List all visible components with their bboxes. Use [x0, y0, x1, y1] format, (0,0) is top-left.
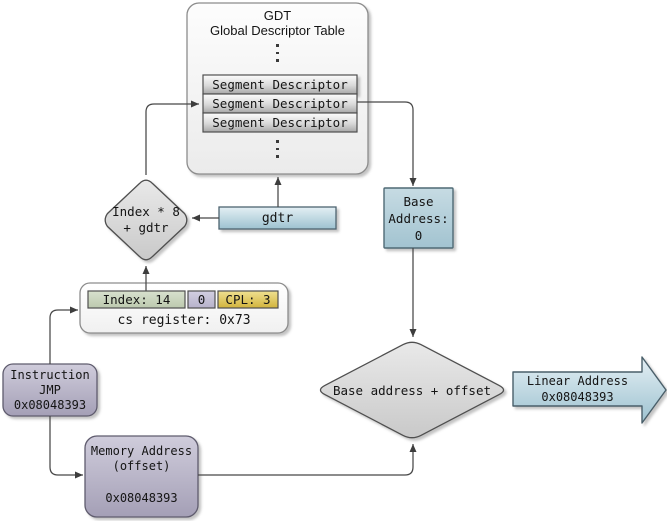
cs-cpl-cell [217, 290, 279, 309]
ellipsis-bottom-icon [276, 140, 279, 158]
gdt-title: GDT [263, 8, 292, 23]
segment-descriptor-row [202, 112, 358, 133]
cs-register-caption: cs register: 0x73 [117, 313, 251, 328]
linear-address-line1: Linear Address [526, 374, 629, 388]
base-address-line3: 0 [414, 227, 423, 243]
instruction-label: Instruction JMP 0x08048393 [3, 367, 97, 413]
base-address-line1: Base [403, 193, 434, 209]
segment-descriptor-label: Segment Descriptor [212, 115, 348, 130]
memory-address-box [84, 435, 199, 518]
cs-index-cell [87, 290, 186, 309]
cs-ti-cell [187, 290, 216, 309]
index-calc-line1: Index * 8 [112, 204, 180, 219]
linear-address-line2: 0x08048393 [541, 390, 614, 404]
base-address-label: Base Address: 0 [384, 191, 453, 245]
cs-ti-label: 0 [197, 292, 206, 307]
segment-descriptor-label: Segment Descriptor [212, 77, 348, 92]
cs-cpl-label: CPL: 3 [225, 292, 271, 307]
segment-descriptor-label: Segment Descriptor [212, 96, 348, 111]
ellipsis-top-icon [276, 44, 279, 62]
connector-gdt-to-base [357, 101, 417, 186]
index-calc-diamond [104, 179, 188, 261]
connector-lines [49, 100, 417, 479]
memory-address-label: Memory Address (offset) [85, 443, 198, 475]
memory-line2: (offset) [112, 459, 171, 473]
connector-memory-to-sum [198, 444, 417, 476]
index-calc-label: Index * 8 + gdtr [104, 204, 188, 236]
memory-line1: Memory Address [90, 444, 193, 458]
gdt-title-block: GDT Global Descriptor Table [187, 7, 368, 39]
instruction-line3: 0x08048393 [13, 397, 87, 412]
index-calc-line2: + gdtr [123, 220, 169, 235]
connector-instruction-to-cs [49, 306, 78, 364]
sum-diamond-label: Base address + offset [332, 382, 492, 398]
gdtr-label: gdtr [261, 210, 294, 226]
base-address-line2: Address: [388, 210, 449, 226]
base-address-box [383, 187, 454, 249]
connector-instruction-to-memory [49, 416, 83, 479]
memory-address-value: 0x08048393 [105, 491, 178, 505]
linear-address-arrow [512, 356, 667, 424]
instruction-line2: JMP [39, 382, 61, 397]
gdt-subtitle: Global Descriptor Table [210, 23, 345, 38]
instruction-line1: Instruction [10, 367, 90, 382]
connector-diamond-to-gdt [145, 100, 199, 175]
linear-address-label: Linear Address 0x08048393 [513, 373, 642, 405]
sum-diamond [319, 341, 505, 439]
cs-index-label: Index: 14 [102, 292, 171, 307]
